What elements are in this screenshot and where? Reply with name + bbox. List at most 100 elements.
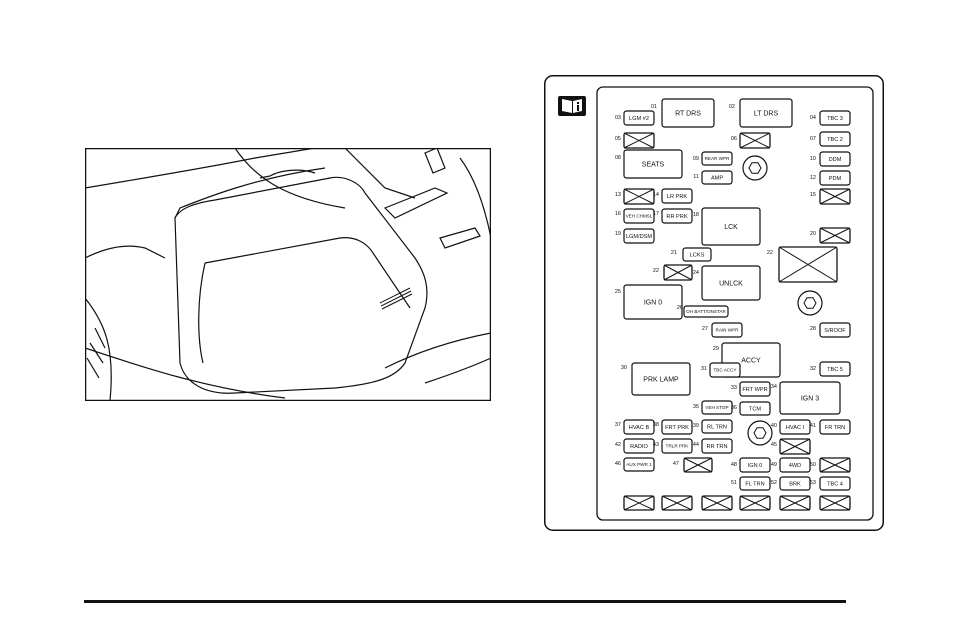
fuse-label: TCM	[749, 406, 761, 412]
fuse-number: 52	[771, 480, 777, 486]
fuse-number: 12	[810, 175, 816, 181]
fuse-53: TBC 4 53	[810, 476, 851, 491]
fuse-33: FRT WPR 33	[731, 381, 771, 397]
fuse-label: FRT PRK	[665, 425, 689, 431]
terminal-stud	[747, 420, 773, 446]
fuse-number: 13	[615, 192, 621, 198]
fuse-label: TRLR PRK	[666, 444, 690, 449]
fuse-number: 04	[810, 115, 816, 121]
fuse-31: TBC ACCY 31	[701, 362, 741, 378]
fuse-35: VEH STOP 35	[693, 400, 733, 415]
fuse-label: LT DRS	[754, 110, 779, 117]
fuse-04: TBC 3 04	[810, 110, 851, 126]
fuse-label: LCKS	[690, 252, 705, 258]
fuse-06: 06	[731, 132, 771, 149]
fuse-number: 18	[693, 212, 699, 218]
fuse-27: RAIN WPR 27	[702, 322, 743, 338]
fuse-number: 10	[810, 156, 816, 162]
fuse-number: 31	[701, 366, 707, 372]
fuse-number: 38	[653, 422, 659, 428]
fuse-50: 50	[810, 457, 851, 473]
fuse-number: 45	[771, 442, 777, 448]
fuse-label: TBC 3	[827, 116, 843, 122]
fuse-number: 34	[771, 384, 777, 390]
fuse-number: 07	[810, 136, 816, 142]
fuse-number: 53	[810, 480, 816, 486]
fuse-number: 22	[767, 250, 773, 256]
fuse-25: IGN 025	[615, 284, 683, 320]
fuse-number: 39	[693, 423, 699, 429]
console-illustration	[85, 148, 491, 401]
fuse-label: PRK LAMP	[643, 376, 679, 383]
fuse-number: 33	[731, 385, 737, 391]
empty-fuse-slot	[819, 495, 851, 511]
fuse-label: VEH STOP	[705, 405, 728, 410]
fuse-number: 27	[702, 326, 708, 332]
fuse-number: 25	[615, 289, 621, 295]
fuse-52: BRK 52	[771, 476, 811, 491]
fuse-number: 01	[651, 104, 657, 110]
fuse-number: 03	[615, 115, 621, 121]
fuse-number: 19	[615, 231, 621, 237]
fuse-number: 43	[653, 442, 659, 448]
fuse-22a: 22	[653, 264, 693, 281]
fuse-number: 14	[653, 192, 659, 198]
fuse-label: IGN 3	[801, 395, 819, 402]
fuse-44: RR TRN 44	[693, 438, 733, 454]
fuse-number: 49	[771, 462, 777, 468]
fuse-45: 45	[771, 438, 811, 455]
fuse-label: AUX PWR 1	[626, 462, 652, 467]
fuse-label: LR PRK	[667, 194, 687, 200]
fuse-number: 42	[615, 442, 621, 448]
fuse-label: TBC 5	[827, 367, 843, 373]
fuse-number: 35	[693, 404, 699, 410]
empty-fuse-slot	[779, 495, 811, 511]
fuse-label: RADIO	[630, 444, 648, 450]
fuse-label: REAR WPR	[705, 156, 730, 161]
fuse-label: RAIN WPR	[716, 328, 740, 333]
fuse-label: FRT WPR	[742, 387, 767, 393]
fuse-42: RADIO 42	[615, 438, 655, 454]
fuse-05: 05	[615, 132, 655, 149]
empty-fuse-slot	[701, 495, 733, 511]
fuse-label: FL TRN	[745, 481, 764, 487]
fuse-number: 46	[615, 461, 621, 467]
fuse-12: PDM 12	[810, 170, 851, 186]
fuse-label: RR TRN	[706, 444, 727, 450]
fuse-number: 06	[731, 136, 737, 142]
fuse-40: HVAC I40	[771, 419, 811, 435]
fuse-number: 22	[653, 268, 659, 274]
fuse-label: TBC 4	[827, 481, 843, 487]
terminal-stud	[742, 155, 768, 181]
fuse-label: HVAC B	[629, 425, 650, 431]
fuse-label: PDM	[829, 176, 842, 182]
fuse-label: RT DRS	[675, 110, 701, 117]
fuse-number: 05	[615, 136, 621, 142]
fuse-number: 40	[771, 423, 777, 429]
terminal-stud	[797, 290, 823, 316]
fuse-15: 15	[810, 188, 851, 205]
fuse-label: BRK	[789, 481, 801, 487]
fuse-number: 26	[677, 305, 683, 311]
fuse-number: 44	[693, 442, 699, 448]
fuse-label: VEH CHMSL	[626, 214, 653, 219]
fuse-label: TBC 2	[827, 137, 843, 143]
empty-fuse-slot	[661, 495, 693, 511]
fuse-label: TBC ACCY	[714, 368, 737, 373]
fuse-20: 20	[810, 227, 851, 244]
fuse-48: IGN 048	[731, 457, 771, 473]
fuse-number: 17	[653, 211, 659, 217]
empty-fuse-slot	[623, 495, 655, 511]
fuse-label: RR PRK	[666, 214, 687, 220]
